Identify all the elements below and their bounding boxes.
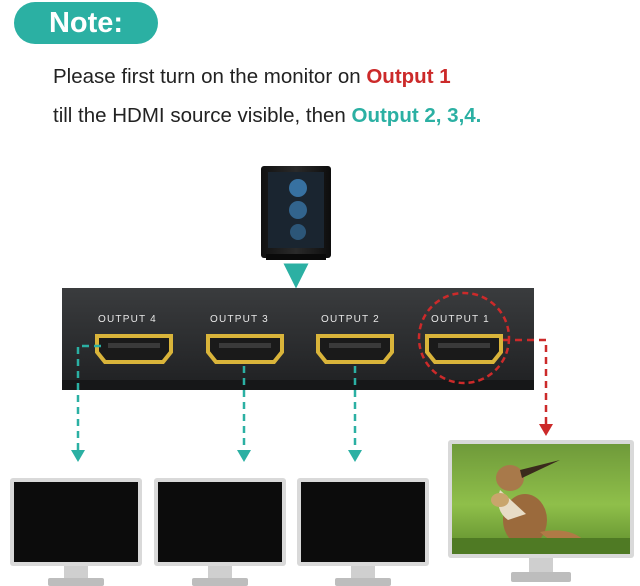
instruction-line-2: till the HDMI source visible, then Outpu…: [53, 104, 481, 128]
output-1-connector: [503, 338, 553, 436]
instruction-line-1: Please first turn on the monitor on Outp…: [53, 65, 451, 89]
outputs-2-3-4-highlight: Output 2, 3,4.: [351, 104, 482, 127]
monitor-output-2: [297, 478, 429, 586]
hdmi-port-output-2: [316, 334, 394, 364]
output-2-connector: [348, 366, 362, 462]
chipmunk-image: [452, 460, 630, 554]
port-label-output-3: OUTPUT 3: [210, 314, 269, 325]
monitor-output-3: [154, 478, 286, 586]
hdmi-port-output-3: [206, 334, 284, 364]
hdmi-port-output-4: [95, 334, 173, 364]
port-label-output-2: OUTPUT 2: [321, 314, 380, 325]
output-4-connector: [71, 344, 101, 462]
output-3-connector: [237, 366, 251, 462]
hdmi-port-output-1: [425, 334, 503, 364]
instruction-line-1-text: Please first turn on the monitor on: [53, 65, 367, 88]
instruction-line-2-text: till the HDMI source visible, then: [53, 104, 352, 127]
monitor-output-1: [448, 440, 634, 582]
monitor-output-4: [10, 478, 142, 586]
output-1-highlight-circle: [417, 291, 511, 385]
note-badge: Note:: [14, 2, 158, 44]
output-1-highlight: Output 1: [366, 65, 451, 88]
port-label-output-4: OUTPUT 4: [98, 314, 157, 325]
port-label-output-1: OUTPUT 1: [431, 314, 490, 325]
pc-tower-icon: [261, 166, 331, 260]
